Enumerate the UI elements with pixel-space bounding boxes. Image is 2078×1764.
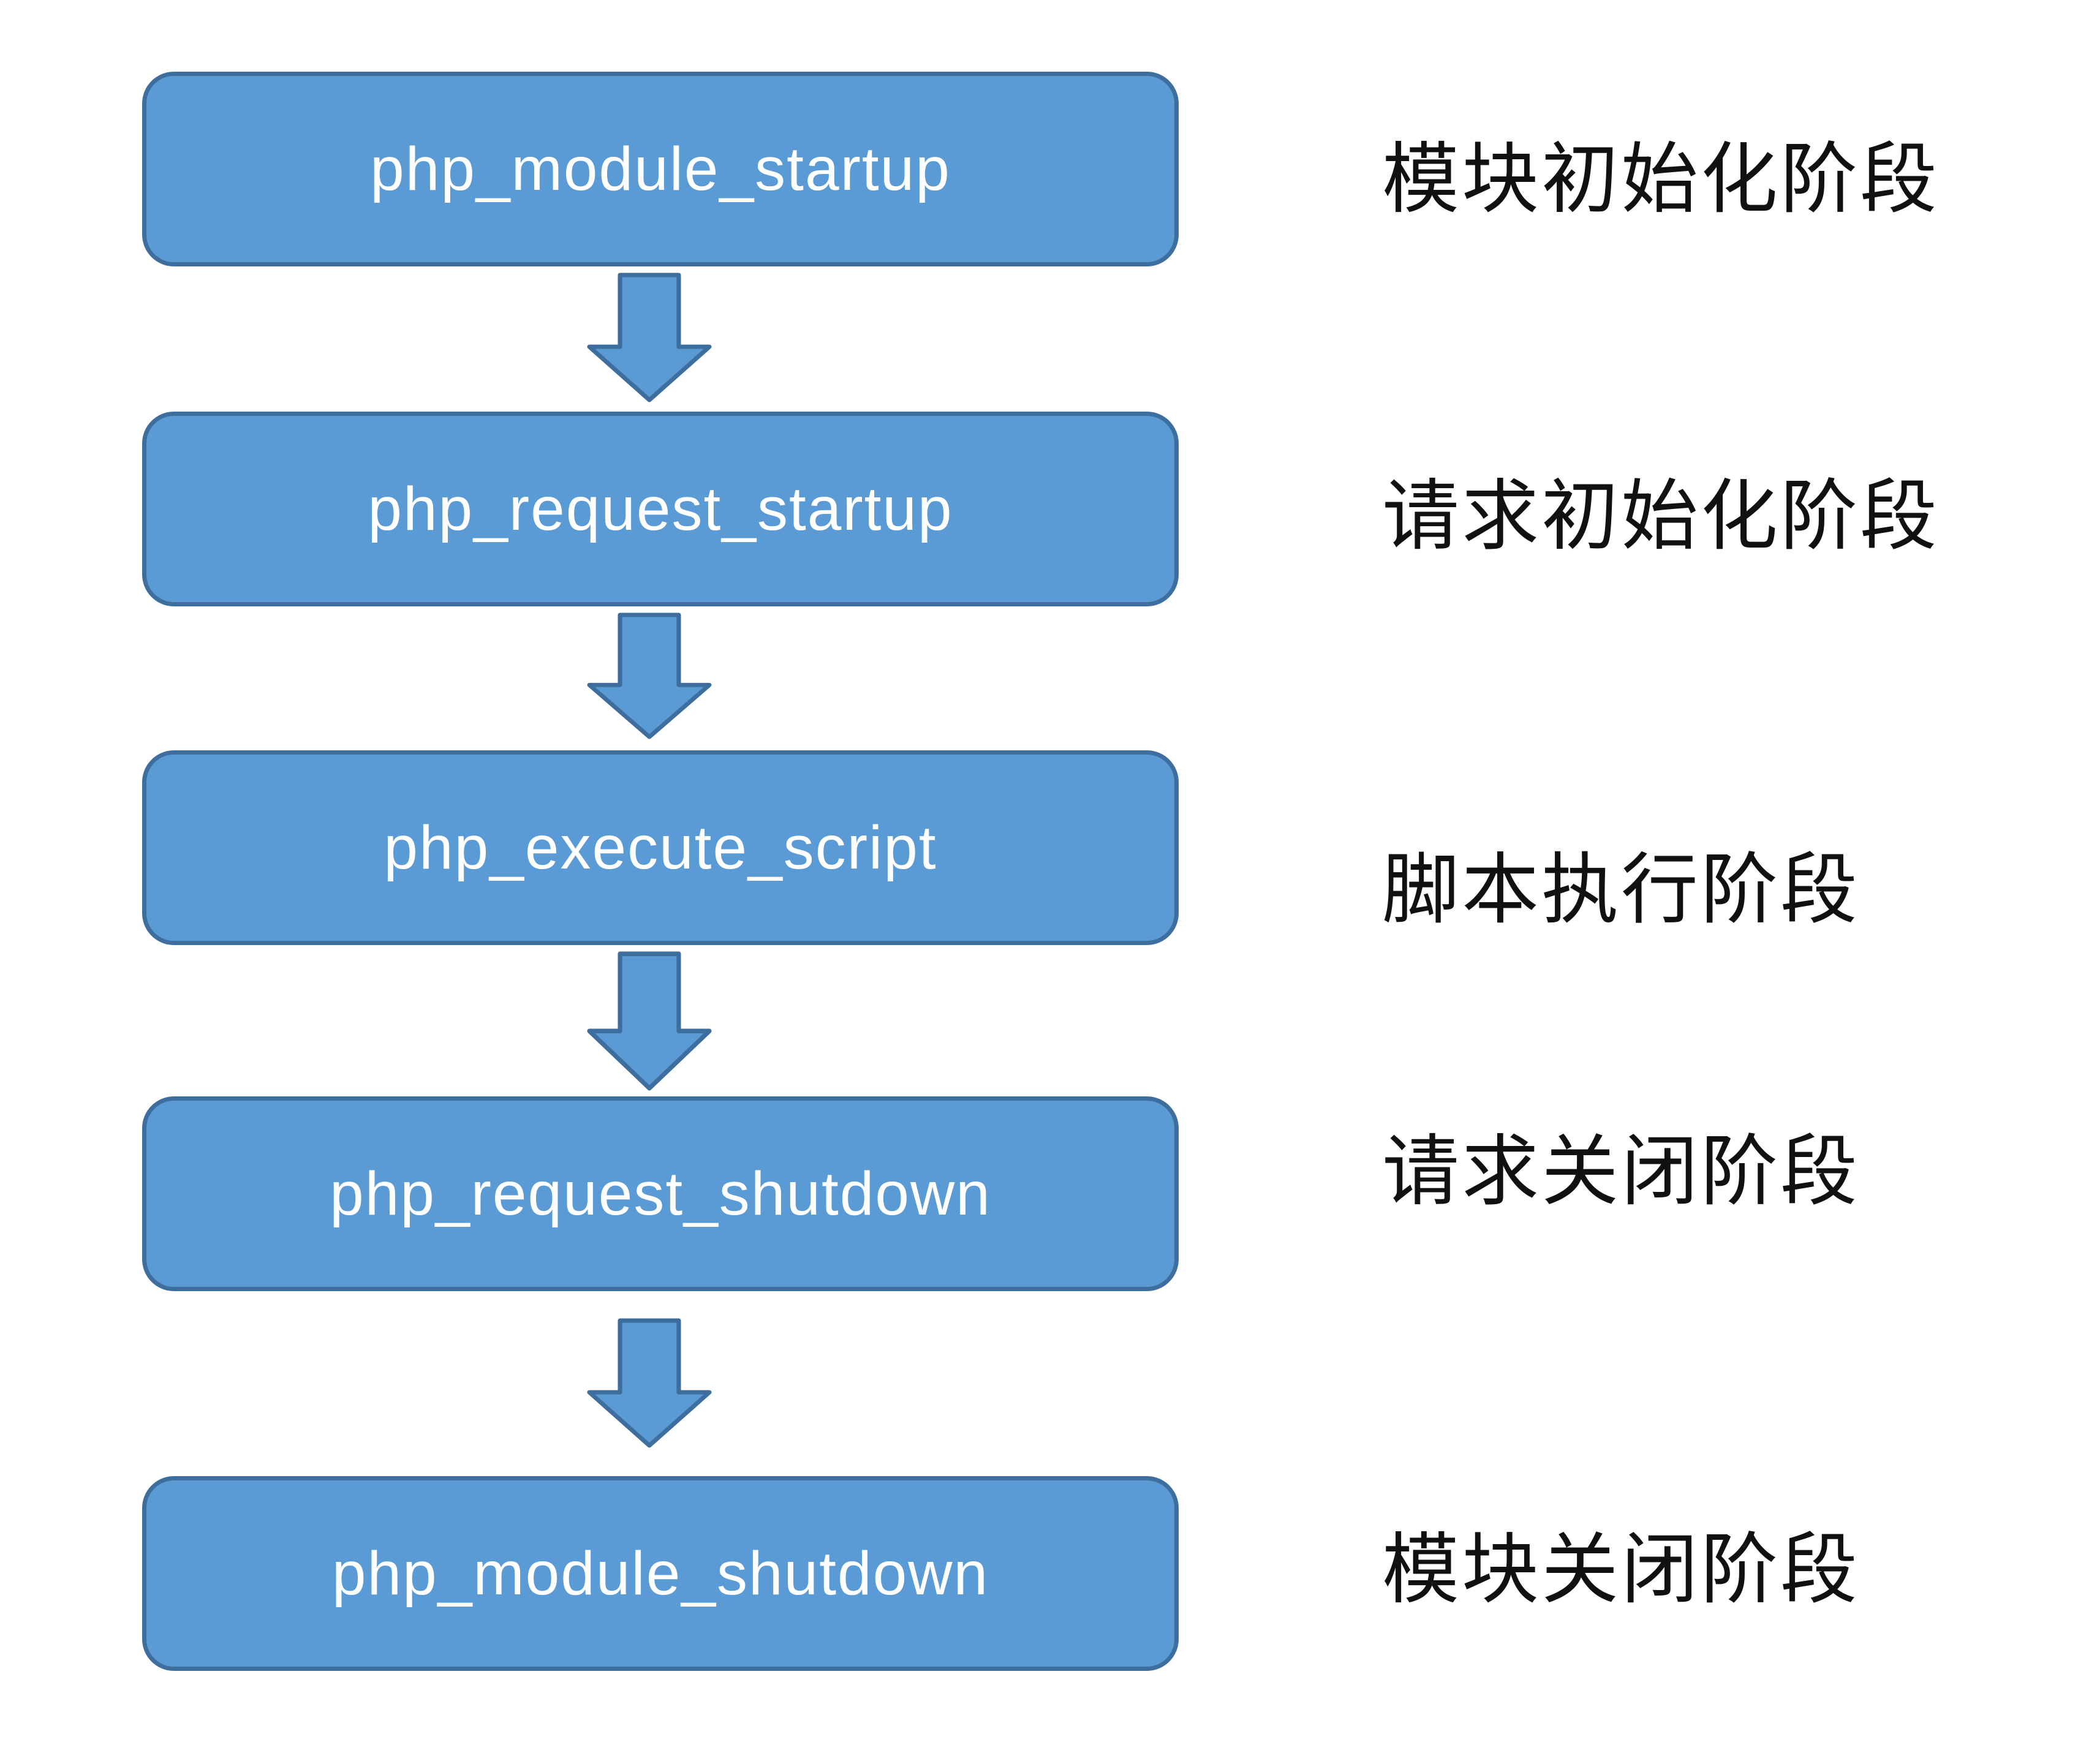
stage-annotation-module-init: 模块初始化阶段 bbox=[1382, 118, 1940, 228]
stage-annotation-request-init: 请求初始化阶段 bbox=[1382, 454, 1940, 565]
stage-box-php-request-startup: php_request_startup bbox=[142, 412, 1179, 606]
stage-box-label: php_request_startup bbox=[368, 474, 953, 543]
stage-annotation-text: 脚本执行阶段 bbox=[1382, 845, 1860, 935]
stage-box-php-module-shutdown: php_module_shutdown bbox=[142, 1476, 1179, 1671]
down-arrow-icon bbox=[587, 273, 712, 402]
stage-annotation-script-exec: 脚本执行阶段 bbox=[1382, 828, 1860, 938]
stage-box-label: php_request_shutdown bbox=[330, 1159, 991, 1228]
stage-box-label: php_module_startup bbox=[370, 134, 951, 203]
stage-annotation-request-shutdown: 请求关闭阶段 bbox=[1382, 1110, 1860, 1220]
stage-box-label: php_execute_script bbox=[383, 813, 937, 882]
down-arrow-icon bbox=[587, 951, 712, 1091]
stage-annotation-text: 请求初始化阶段 bbox=[1382, 471, 1940, 561]
stage-annotation-module-shutdown: 模块关闭阶段 bbox=[1382, 1508, 1860, 1618]
down-arrow-icon bbox=[587, 1318, 712, 1448]
stage-annotation-text: 模块关闭阶段 bbox=[1382, 1525, 1860, 1615]
stage-box-php-execute-script: php_execute_script bbox=[142, 750, 1179, 945]
stage-annotation-text: 模块初始化阶段 bbox=[1382, 134, 1940, 224]
stage-annotation-text: 请求关闭阶段 bbox=[1382, 1126, 1860, 1216]
stage-box-php-request-shutdown: php_request_shutdown bbox=[142, 1096, 1179, 1291]
stage-box-php-module-startup: php_module_startup bbox=[142, 72, 1179, 266]
down-arrow-icon bbox=[587, 612, 712, 739]
stage-box-label: php_module_shutdown bbox=[331, 1539, 989, 1608]
